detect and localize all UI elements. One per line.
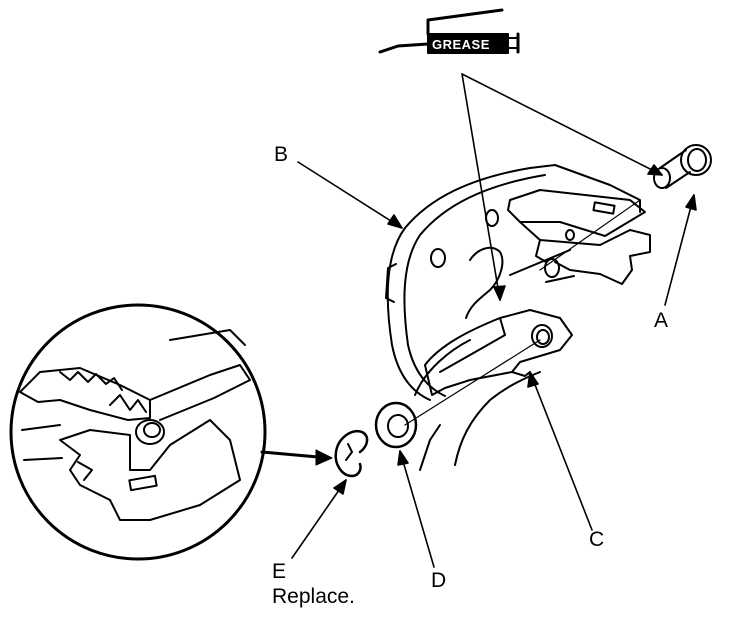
inset-arrow: [260, 449, 333, 466]
pliers-inset: [9, 303, 267, 561]
grease-label: GREASE: [432, 37, 490, 52]
callout-d: D: [431, 569, 447, 592]
brake-shoe: [385, 164, 641, 471]
lever-c: [424, 309, 573, 396]
callout-b: B: [274, 143, 289, 166]
callout-a: A: [654, 309, 669, 332]
callout-leaders: [291, 161, 697, 568]
pin-alignment-line: [539, 199, 641, 271]
callout-c: C: [589, 528, 605, 551]
parking-brake-lever: [507, 189, 651, 285]
e-clip: [334, 429, 369, 478]
callout-e: E: [272, 560, 287, 583]
grease-symbol: GREASE: [378, 8, 520, 54]
washer-d: [374, 401, 418, 449]
pivot-pin-a: [653, 144, 712, 189]
washer-alignment-line: [404, 339, 541, 426]
callout-e-note: Replace.: [272, 585, 355, 608]
